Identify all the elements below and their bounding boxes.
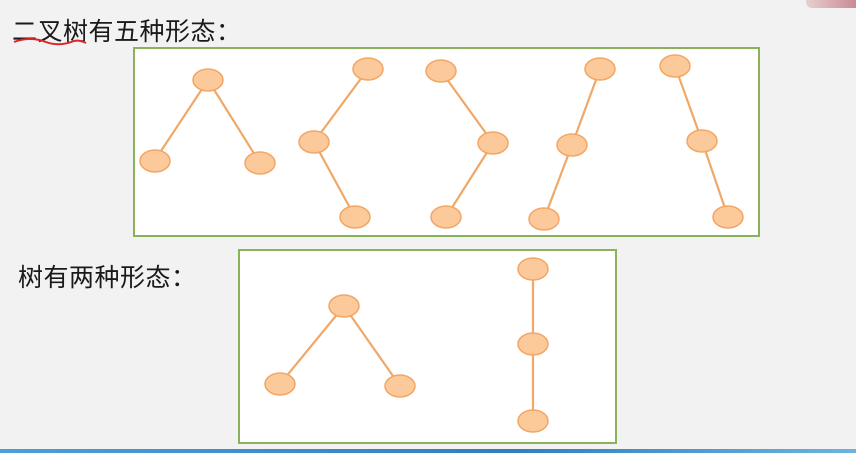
tree-node — [298, 130, 330, 154]
tree-node — [528, 207, 560, 231]
tree-node — [352, 57, 384, 81]
edge — [542, 144, 574, 220]
edge — [445, 142, 494, 218]
red-underline-mark — [13, 38, 87, 46]
edge — [279, 305, 345, 385]
binary-form-5 — [659, 54, 744, 229]
presenter-thumbnail — [806, 0, 856, 8]
binary-form-4 — [528, 57, 616, 231]
tree-node — [659, 54, 691, 78]
heading-tree-forms: 树有两种形态： — [18, 263, 197, 292]
tree-node — [139, 149, 171, 173]
tree-node — [339, 205, 371, 229]
tree-node — [425, 59, 457, 83]
tree-node — [192, 68, 224, 92]
tree-node — [517, 257, 549, 281]
heading-binary-tree-forms: 二叉树有五种形态： — [12, 17, 242, 46]
tree-node — [556, 133, 588, 157]
binary-form-1 — [139, 68, 276, 175]
tree-node — [517, 409, 549, 433]
edge — [440, 70, 494, 144]
tree-node — [584, 57, 616, 81]
tree-node — [517, 332, 549, 356]
tree-node — [384, 374, 416, 398]
tree-node — [430, 205, 462, 229]
edge — [313, 68, 369, 143]
tree-node — [477, 131, 509, 155]
tree-node — [328, 294, 360, 318]
binary-form-2 — [298, 57, 384, 229]
bottom-status-bar — [0, 449, 856, 453]
edge — [343, 305, 401, 387]
tree-node — [244, 151, 276, 175]
tree-node — [686, 129, 718, 153]
edge — [700, 140, 730, 218]
tree-form-1 — [264, 294, 416, 398]
edge — [154, 79, 209, 161]
edge — [570, 68, 602, 146]
tree-forms-panel — [238, 249, 617, 444]
tree-node — [264, 372, 296, 396]
binary-form-3 — [425, 59, 509, 229]
edge — [207, 79, 261, 164]
edge — [313, 141, 356, 218]
tree-node — [712, 205, 744, 229]
edge — [673, 65, 704, 142]
tree-form-2 — [517, 257, 549, 433]
